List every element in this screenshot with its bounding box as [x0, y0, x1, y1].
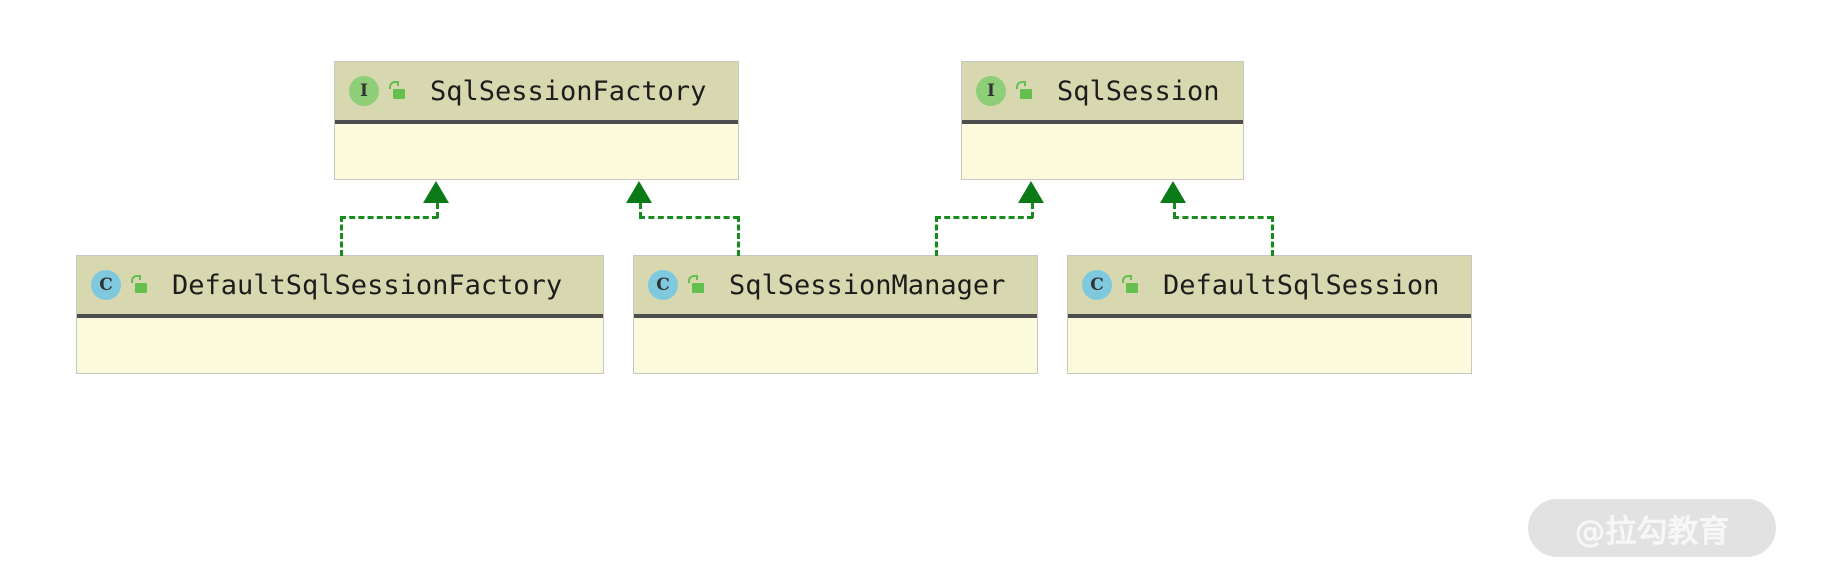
relation-segment-vertical — [436, 203, 439, 218]
class-badge-icon: C — [91, 270, 121, 300]
relation-segment-vertical — [340, 216, 343, 256]
uml-node-header: I SqlSession — [962, 62, 1243, 124]
unlocked-padlock-icon — [1015, 80, 1035, 101]
uml-node-members — [962, 124, 1243, 177]
uml-node-title: DefaultSqlSessionFactory — [172, 269, 563, 301]
uml-node-header: C SqlSessionManager — [634, 256, 1037, 318]
class-badge-icon: C — [1082, 270, 1112, 300]
realization-arrowhead-icon — [1160, 181, 1186, 203]
relation-segment-horizontal — [340, 216, 438, 219]
relation-segment-vertical — [737, 216, 740, 256]
uml-node-title: DefaultSqlSession — [1163, 269, 1440, 301]
uml-node-members — [335, 124, 738, 177]
relation-segment-vertical — [1271, 216, 1274, 256]
uml-node-members — [77, 318, 603, 371]
unlocked-padlock-icon — [388, 80, 408, 101]
interface-badge-icon: I — [349, 76, 379, 106]
realization-arrowhead-icon — [1018, 181, 1044, 203]
class-badge-icon: C — [648, 270, 678, 300]
uml-node-members — [634, 318, 1037, 371]
unlocked-padlock-icon — [130, 274, 150, 295]
relation-segment-vertical — [1031, 203, 1034, 218]
realization-arrowhead-icon — [626, 181, 652, 203]
relation-segment-vertical — [639, 203, 642, 218]
watermark-badge: @拉勾教育 — [1528, 499, 1776, 557]
uml-node-title: SqlSessionFactory — [430, 75, 707, 107]
unlocked-padlock-icon — [1121, 274, 1141, 295]
uml-node-header: C DefaultSqlSessionFactory — [77, 256, 603, 318]
relation-segment-horizontal — [1173, 216, 1273, 219]
uml-node-defaultsqlsessionfactory[interactable]: C DefaultSqlSessionFactory — [76, 255, 604, 374]
uml-node-sqlsessionmanager[interactable]: C SqlSessionManager — [633, 255, 1038, 374]
relation-segment-vertical — [1173, 203, 1176, 218]
relation-segment-horizontal — [935, 216, 1033, 219]
uml-node-title: SqlSessionManager — [729, 269, 1006, 301]
relation-segment-vertical — [935, 216, 938, 256]
realization-arrowhead-icon — [423, 181, 449, 203]
uml-node-sqlsession[interactable]: I SqlSession — [961, 61, 1244, 180]
uml-node-title: SqlSession — [1057, 75, 1220, 107]
relation-segment-horizontal — [639, 216, 739, 219]
uml-node-header: I SqlSessionFactory — [335, 62, 738, 124]
uml-node-sqlsessionfactory[interactable]: I SqlSessionFactory — [334, 61, 739, 180]
unlocked-padlock-icon — [687, 274, 707, 295]
interface-badge-icon: I — [976, 76, 1006, 106]
uml-node-members — [1068, 318, 1471, 371]
uml-node-header: C DefaultSqlSession — [1068, 256, 1471, 318]
uml-node-defaultsqlsession[interactable]: C DefaultSqlSession — [1067, 255, 1472, 374]
